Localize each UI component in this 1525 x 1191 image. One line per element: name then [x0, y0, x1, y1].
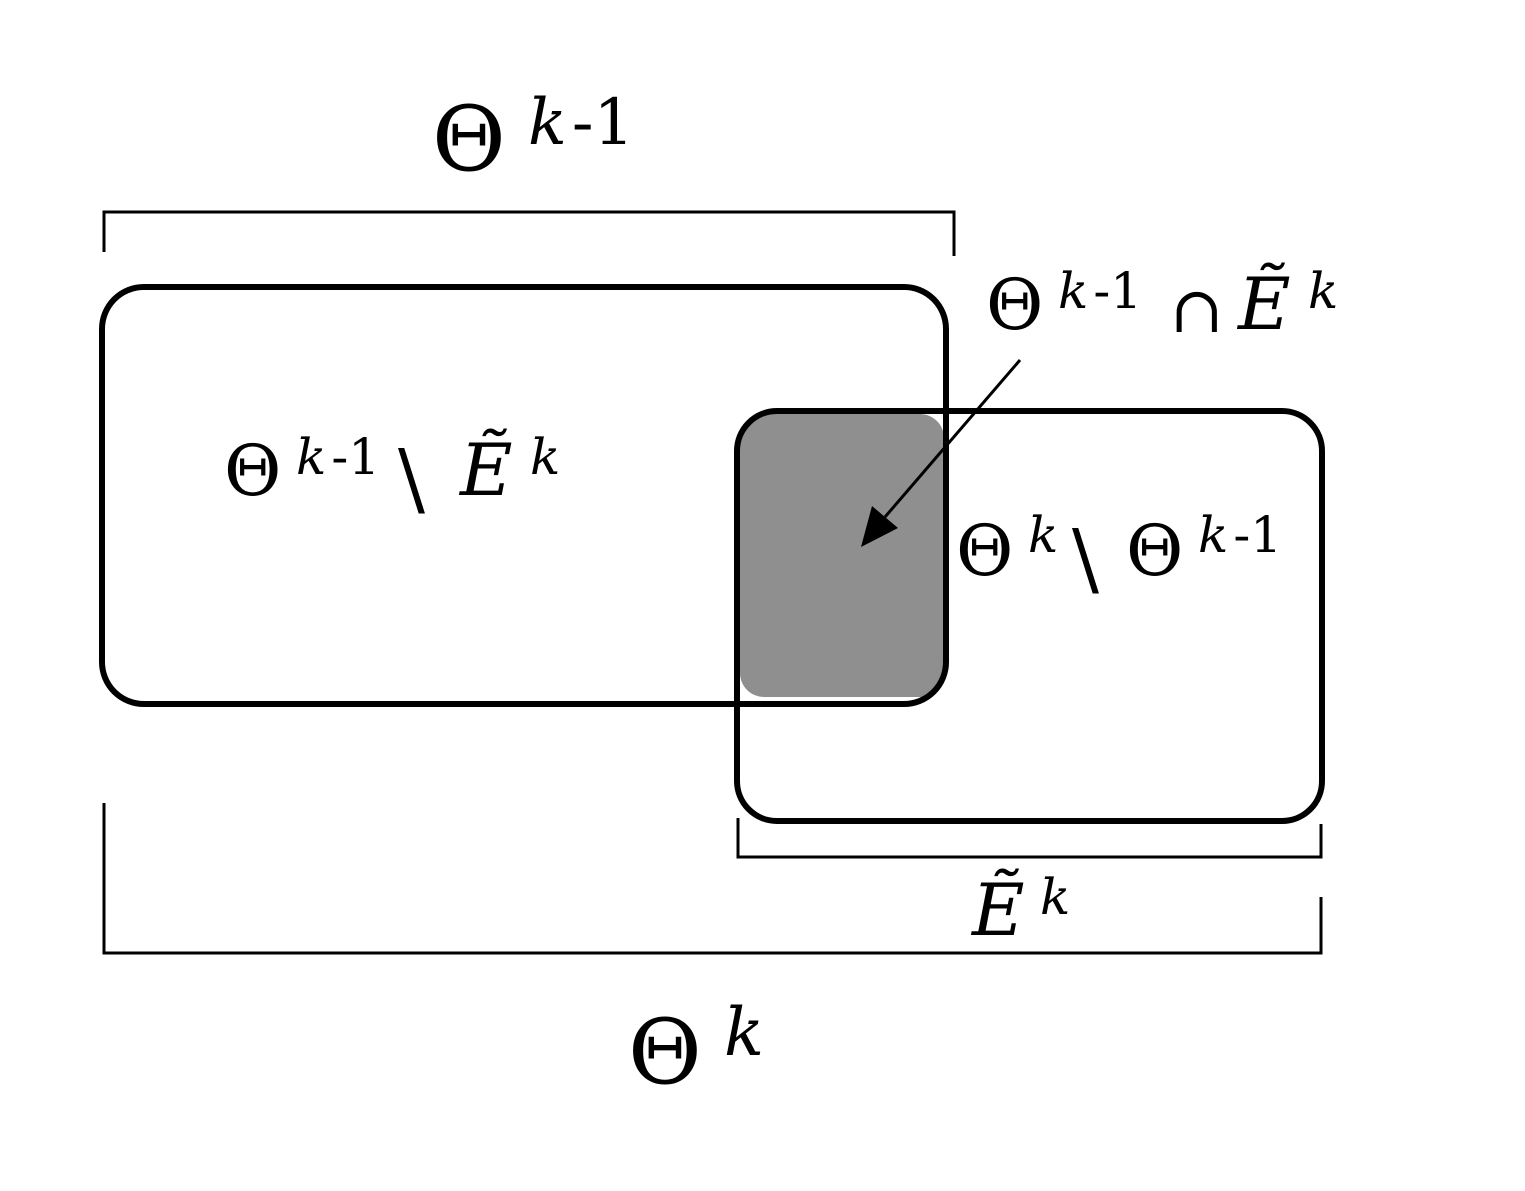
- diff1-base2: Ẽ: [458, 427, 513, 512]
- diff2-base2: Θ: [1126, 510, 1183, 592]
- e-tilde-k-box: [734, 408, 1325, 824]
- e-tilde-k-sup: k: [1040, 868, 1070, 926]
- e-tilde-k-base: Ẽ: [970, 867, 1025, 952]
- diff1-sup1-rest: -1: [331, 428, 380, 486]
- diff1-sup2: k: [530, 428, 560, 486]
- intersection-label: Θ k -1 ∩ Ẽ k: [986, 261, 1338, 348]
- theta-k-sup: k: [724, 994, 764, 1071]
- theta-k-base: Θ: [628, 1000, 702, 1105]
- theta-k-minus-1-base: Θ: [432, 87, 506, 192]
- inter-sup1-k: k: [1058, 262, 1088, 320]
- intersection-region: [740, 414, 944, 697]
- diff2-base1: Θ: [956, 510, 1013, 592]
- theta-k-minus-1-bracket: [102, 210, 956, 256]
- inter-sup2: k: [1308, 262, 1338, 320]
- diff2-sup2-k: k: [1198, 506, 1228, 564]
- diff2-sup1: k: [1028, 506, 1058, 564]
- theta-k-minus-1-sup-k: k: [528, 86, 567, 160]
- theta-k-minus-1-box: [99, 284, 949, 707]
- diff1-sup1-k: k: [296, 428, 326, 486]
- theta-k-minus-theta-k-minus-1-label: Θ k \ Θ k -1: [956, 506, 1282, 605]
- diff2-sup2-rest: -1: [1233, 506, 1282, 564]
- intersection-arrow-line: [883, 359, 1022, 518]
- theta-k-bracket: [102, 803, 1323, 955]
- e-tilde-k-label: Ẽ k: [970, 867, 1070, 952]
- diff1-base1: Θ: [224, 430, 281, 512]
- inter-base2: Ẽ: [1236, 261, 1291, 346]
- inter-sup1-rest: -1: [1093, 262, 1142, 320]
- inter-base1: Θ: [986, 264, 1043, 346]
- theta-k-minus-1-sup-rest: -1: [572, 86, 634, 160]
- diff1-op: \: [398, 432, 425, 525]
- theta-k-minus-1-minus-e-label: Θ k -1 \ Ẽ k: [224, 427, 560, 525]
- inter-op: ∩: [1170, 274, 1224, 348]
- diff2-op: \: [1072, 512, 1099, 605]
- theta-k-minus-1-label: Θ k -1: [432, 86, 634, 192]
- theta-k-label: Θ k: [628, 994, 764, 1105]
- intersection-arrowhead: [861, 506, 898, 547]
- e-tilde-k-bracket: [736, 818, 1323, 859]
